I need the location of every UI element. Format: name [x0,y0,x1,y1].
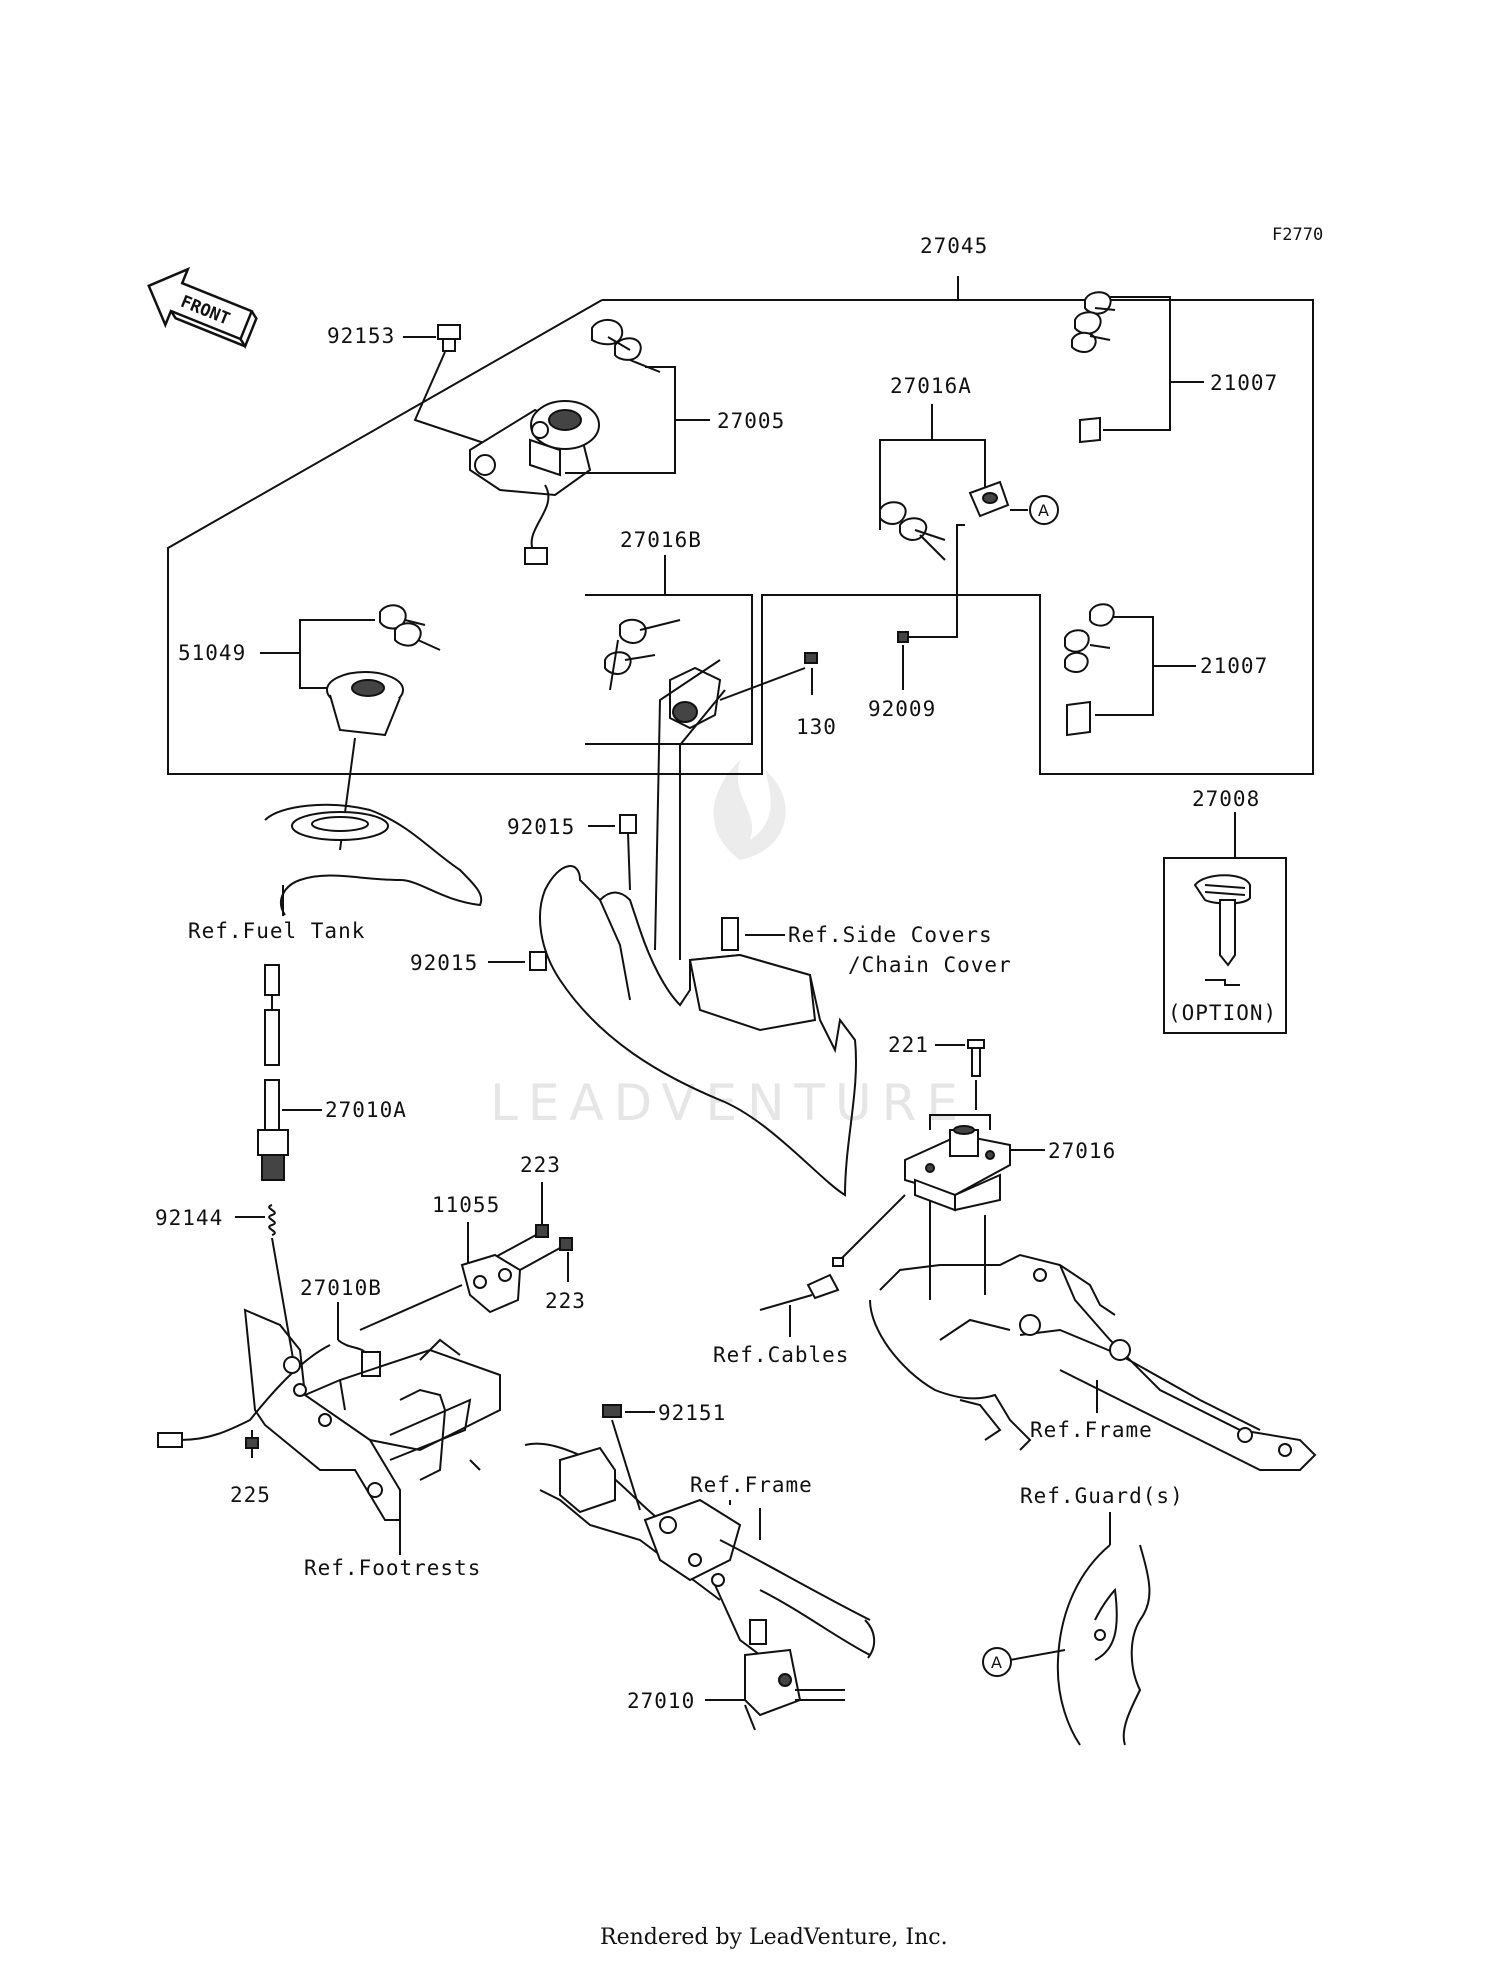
lock-27016B [669,666,722,730]
part-number-92015-top[interactable]: 92015 [507,815,575,839]
switch-27010 [714,1584,845,1731]
seat-lock-27016 [904,1125,1011,1212]
ref-chain-cover[interactable]: /Chain Cover [848,953,1012,977]
clip-92015-bottom [529,951,547,971]
part-number-92144[interactable]: 92144 [155,1206,223,1230]
fuel-tank-reference [264,803,483,916]
screw-221 [967,1039,985,1077]
keys-27016B [604,618,681,691]
part-number-21007-bottom[interactable]: 21007 [1200,654,1268,678]
ref-marker-a-top [1029,495,1059,525]
watermark: LEADVENTURE [490,760,968,1132]
clip-92015-top [619,814,637,834]
part-number-51049[interactable]: 51049 [178,641,246,665]
keys-21007-top [1071,291,1116,444]
option-key-box [1163,857,1287,1034]
part-number-27016A[interactable]: 27016A [890,374,972,398]
keys-27016A [879,501,946,561]
lock-27016A [968,480,1010,518]
part-number-27016B[interactable]: 27016B [620,528,702,552]
footrest-bracket-reference [243,1308,501,1521]
part-number-223-top[interactable]: 223 [520,1153,561,1177]
figure-code: F2770 [1272,225,1323,245]
switch-27010B [157,1339,381,1448]
screw-92009 [897,631,920,643]
ref-marker-a-bottom-label: A [991,1653,1002,1672]
guard-reference [1056,1544,1151,1746]
frame-reference-center [524,1442,876,1659]
part-number-225[interactable]: 225 [230,1483,271,1507]
ref-frame-center[interactable]: Ref.Frame [690,1473,813,1497]
part-number-221[interactable]: 221 [888,1033,929,1057]
footer-credit: Rendered by LeadVenture, Inc. [600,1925,948,1950]
keys-27005 [591,319,661,373]
screw-92153 [437,324,461,352]
part-number-92009[interactable]: 92009 [868,697,936,721]
part-number-27016[interactable]: 27016 [1048,1139,1116,1163]
ref-guards[interactable]: Ref.Guard(s) [1020,1484,1184,1508]
cables-reference [759,1257,844,1311]
spring-92144 [268,1204,276,1236]
part-number-11055[interactable]: 11055 [432,1193,500,1217]
ref-marker-a-top-label: A [1038,501,1049,520]
ref-footrests[interactable]: Ref.Footrests [304,1556,481,1580]
part-number-27008[interactable]: 27008 [1192,787,1260,811]
fuel-cap-51049 [326,671,404,737]
kit-27045-outline [167,276,1314,775]
bracket-11055 [460,1253,522,1314]
part-number-27010A[interactable]: 27010A [325,1098,407,1122]
part-number-223-bottom[interactable]: 223 [545,1289,586,1313]
part-number-27010B[interactable]: 27010B [300,1276,382,1300]
bolt-225 [245,1437,259,1449]
part-number-130[interactable]: 130 [796,715,837,739]
keys-21007-bottom [1064,603,1115,737]
part-number-27010[interactable]: 27010 [627,1689,695,1713]
ref-side-covers[interactable]: Ref.Side Covers [788,923,993,947]
option-key-27008 [1193,874,1251,986]
bolt-223-bottom [559,1237,573,1251]
bolt-92151 [602,1404,641,1511]
ignition-switch-27005 [469,400,600,565]
part-number-92015-bottom[interactable]: 92015 [410,951,478,975]
ref-frame-right[interactable]: Ref.Frame [1030,1418,1153,1442]
ref-option[interactable]: (OPTION) [1168,1001,1277,1025]
keys-51049 [379,604,441,651]
part-number-92151[interactable]: 92151 [658,1401,726,1425]
ref-cables[interactable]: Ref.Cables [713,1343,849,1367]
switch-27010A [257,964,289,1181]
part-number-21007-top[interactable]: 21007 [1210,371,1278,395]
part-number-27005[interactable]: 27005 [717,409,785,433]
part-number-92153[interactable]: 92153 [327,324,395,348]
watermark-text: LEADVENTURE [490,1074,968,1132]
ref-marker-a-bottom [982,1647,1012,1677]
front-direction-arrow: FRONT [147,266,258,350]
frame-reference-right [869,1253,1317,1471]
side-cover-reference [539,865,858,1197]
bolt-130 [719,652,818,701]
ref-fuel-tank[interactable]: Ref.Fuel Tank [188,919,365,943]
bolt-223-top [535,1224,549,1238]
part-number-27045[interactable]: 27045 [920,234,988,258]
